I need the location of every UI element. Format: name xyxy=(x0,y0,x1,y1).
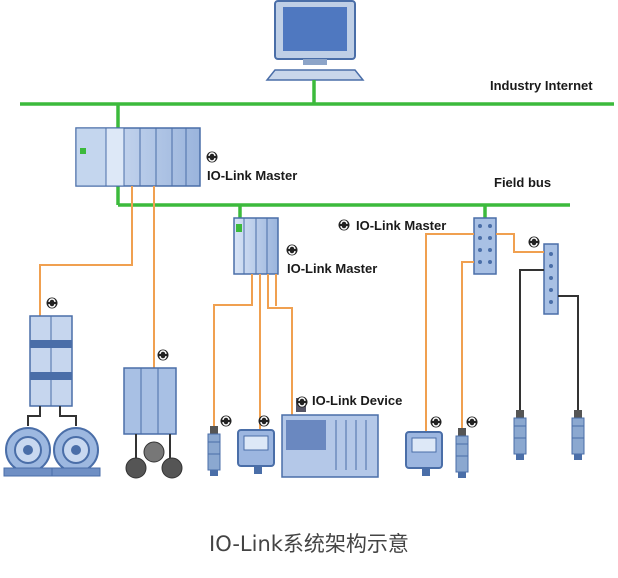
sensor-icon xyxy=(571,409,585,461)
io-link-symbol-icon xyxy=(527,235,541,249)
io-link-master-label: IO-Link Master xyxy=(356,218,446,233)
display-device-icon xyxy=(237,429,275,474)
io-link-master-label: IO-Link Master xyxy=(207,168,297,183)
io-link-master-mid-icon xyxy=(233,217,279,275)
sensor-icon xyxy=(455,427,469,479)
io-link-symbol-icon xyxy=(337,218,351,232)
io-link-symbol-icon xyxy=(219,414,233,428)
io-link-symbol-icon xyxy=(295,395,309,409)
distributed-io-icon xyxy=(281,398,379,478)
hub-connections xyxy=(519,269,579,410)
computer-icon xyxy=(265,0,365,81)
field-bus xyxy=(116,186,570,218)
io-link-symbol-icon xyxy=(257,414,271,428)
io-link-symbol-icon xyxy=(285,243,299,257)
drive-icon xyxy=(123,367,183,479)
io-link-symbol-icon xyxy=(205,150,219,164)
io-link-symbol-icon xyxy=(429,415,443,429)
motor-icon xyxy=(3,427,53,477)
io-link-symbol-icon xyxy=(465,415,479,429)
sensor-icon xyxy=(207,425,221,477)
io-link-master-right-icon xyxy=(473,217,497,275)
io-link-symbol-icon xyxy=(45,296,59,310)
display-device-icon xyxy=(405,431,443,476)
motor-icon xyxy=(51,427,101,477)
motor-starter-icon xyxy=(27,315,77,426)
plc-icon xyxy=(75,127,201,187)
io-link-master-label: IO-Link Master xyxy=(287,261,377,276)
io-link-symbol-icon xyxy=(156,348,170,362)
io-link-device-label: IO-Link Device xyxy=(312,393,402,408)
sensor-icon xyxy=(513,409,527,461)
industry-internet-label: Industry Internet xyxy=(490,78,593,93)
io-link-connections xyxy=(39,186,544,432)
io-hub-icon xyxy=(543,243,559,315)
industry-internet-bus xyxy=(20,80,614,128)
figure-caption: IO-Link系统架构示意 xyxy=(209,532,409,556)
field-bus-label: Field bus xyxy=(494,175,551,190)
